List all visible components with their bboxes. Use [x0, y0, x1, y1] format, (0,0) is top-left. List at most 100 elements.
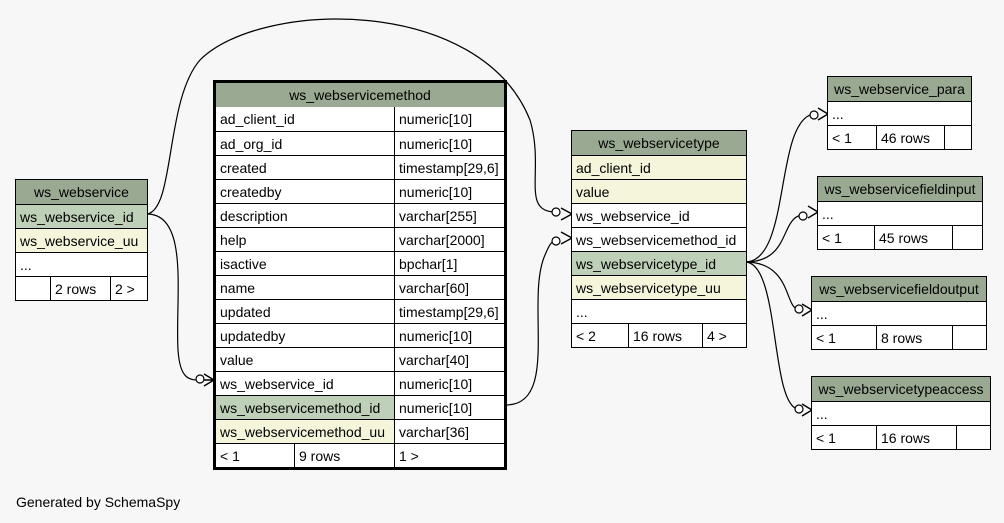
- column-type: varchar[255]: [394, 204, 504, 227]
- table-ws-webservicefieldinput[interactable]: ws_webservicefieldinput ... < 1 45 rows: [817, 176, 983, 250]
- table-header[interactable]: ws_webservicetypeaccess: [812, 377, 990, 401]
- parents-link[interactable]: < 1: [816, 429, 836, 446]
- column-type: bpchar[1]: [394, 252, 504, 275]
- table-header[interactable]: ws_webservicefieldoutput: [812, 277, 986, 301]
- generated-by-label: Generated by SchemaSpy: [16, 494, 181, 510]
- row-count: 16 rows: [876, 426, 956, 449]
- column-type: numeric[10]: [394, 180, 504, 203]
- column-name: updatedby: [220, 327, 286, 344]
- column-name: isactive: [220, 255, 267, 272]
- column-name: ws_webservicetype_id: [576, 255, 717, 272]
- table-header[interactable]: ws_webservicetype: [572, 131, 746, 155]
- link-end-circle: [809, 110, 819, 120]
- row-count: 16 rows: [628, 324, 702, 347]
- link-end-circle: [794, 404, 804, 414]
- children-link[interactable]: 4 >: [702, 324, 746, 347]
- link-end-circle: [551, 207, 561, 217]
- column-name: ...: [816, 405, 828, 422]
- column-name: help: [220, 231, 247, 248]
- column-type: varchar[36]: [394, 420, 504, 443]
- table-ws-webservicetypeaccess[interactable]: ws_webservicetypeaccess ... < 1 16 rows: [811, 376, 991, 450]
- table-row: description varchar[255]: [216, 203, 504, 227]
- column-name: value: [220, 351, 254, 368]
- column-type: numeric[10]: [394, 132, 504, 155]
- column-name: ...: [576, 303, 588, 320]
- table-ws-webservicetype[interactable]: ws_webservicetype ad_client_id value ws_…: [571, 130, 747, 348]
- children-link: [944, 126, 971, 149]
- column-type: varchar[60]: [394, 276, 504, 299]
- table-row: help varchar[2000]: [216, 227, 504, 251]
- crowfoot-icon: [801, 403, 813, 417]
- crowfoot-icon: [560, 231, 573, 245]
- table-header[interactable]: ws_webservicemethod: [216, 83, 504, 107]
- parents-link[interactable]: < 1: [822, 229, 842, 246]
- crowfoot-icon: [801, 303, 813, 317]
- link-type-fieldoutput: [744, 261, 798, 310]
- table-header[interactable]: ws_webservice_para: [828, 77, 971, 101]
- column-type: timestamp[29,6]: [394, 300, 504, 323]
- crowfoot-icon: [203, 373, 215, 387]
- column-name: ws_webservice_id: [220, 375, 334, 392]
- table-row: ws_webservice_id numeric[10]: [216, 371, 504, 395]
- column-type: numeric[10]: [394, 396, 504, 419]
- children-link[interactable]: 1 >: [394, 444, 504, 467]
- link-type-para: [744, 114, 811, 263]
- column-name: ws_webservice_uu: [20, 232, 139, 249]
- table-header[interactable]: ws_webservicefieldinput: [818, 177, 982, 201]
- table-row: name varchar[60]: [216, 275, 504, 299]
- column-name: ws_webservice_id: [576, 207, 690, 224]
- column-type: numeric[10]: [394, 324, 504, 347]
- crowfoot-icon: [807, 205, 819, 219]
- table-row: isactive bpchar[1]: [216, 251, 504, 275]
- column-name: createdby: [220, 183, 282, 200]
- table-ws-webservice-para[interactable]: ws_webservice_para ... < 1 46 rows: [827, 76, 972, 150]
- link-end-circle: [551, 236, 561, 246]
- table-ws-webservice[interactable]: ws_webservice ws_webservice_id ws_webser…: [15, 179, 148, 301]
- column-name: ws_webservicetype_uu: [576, 279, 721, 296]
- link-end-circle: [798, 211, 808, 221]
- column-name: ad_org_id: [220, 135, 283, 152]
- column-name: value: [576, 183, 610, 200]
- row-count: 9 rows: [294, 444, 394, 467]
- row-count: 45 rows: [874, 226, 952, 249]
- column-type: timestamp[29,6]: [394, 156, 504, 179]
- link-method-type: [505, 240, 557, 406]
- table-row: createdby numeric[10]: [216, 179, 504, 203]
- column-name: ...: [20, 256, 32, 273]
- parents-link[interactable]: < 1: [816, 329, 836, 346]
- link-end-circle: [195, 374, 205, 384]
- column-name: ad_client_id: [576, 159, 651, 176]
- table-header[interactable]: ws_webservice: [16, 180, 147, 204]
- column-name: ...: [816, 305, 828, 322]
- column-name: name: [220, 279, 256, 296]
- column-type: varchar[2000]: [394, 228, 504, 251]
- row-count: 8 rows: [876, 326, 952, 349]
- link-webservice-type: [146, 18, 557, 215]
- children-link[interactable]: 2 >: [110, 277, 147, 300]
- table-row: updatedby numeric[10]: [216, 323, 504, 347]
- children-link: [952, 226, 982, 249]
- table-ws-webservicefieldoutput[interactable]: ws_webservicefieldoutput ... < 1 8 rows: [811, 276, 987, 350]
- parents-link[interactable]: < 2: [576, 327, 596, 344]
- column-name: description: [220, 207, 288, 224]
- column-name: ws_webservicemethod_id: [576, 231, 737, 248]
- crowfoot-icon: [560, 207, 573, 221]
- column-name: ...: [832, 105, 844, 122]
- parents-link: [16, 277, 50, 300]
- crowfoot-icon: [817, 107, 829, 121]
- row-count: 46 rows: [876, 126, 944, 149]
- parents-link[interactable]: < 1: [832, 129, 852, 146]
- link-type-access: [744, 261, 798, 410]
- column-type: numeric[10]: [394, 372, 504, 395]
- column-name: created: [220, 159, 267, 176]
- children-link: [952, 326, 986, 349]
- parents-link[interactable]: < 1: [220, 447, 240, 464]
- link-webservice-method: [146, 213, 201, 381]
